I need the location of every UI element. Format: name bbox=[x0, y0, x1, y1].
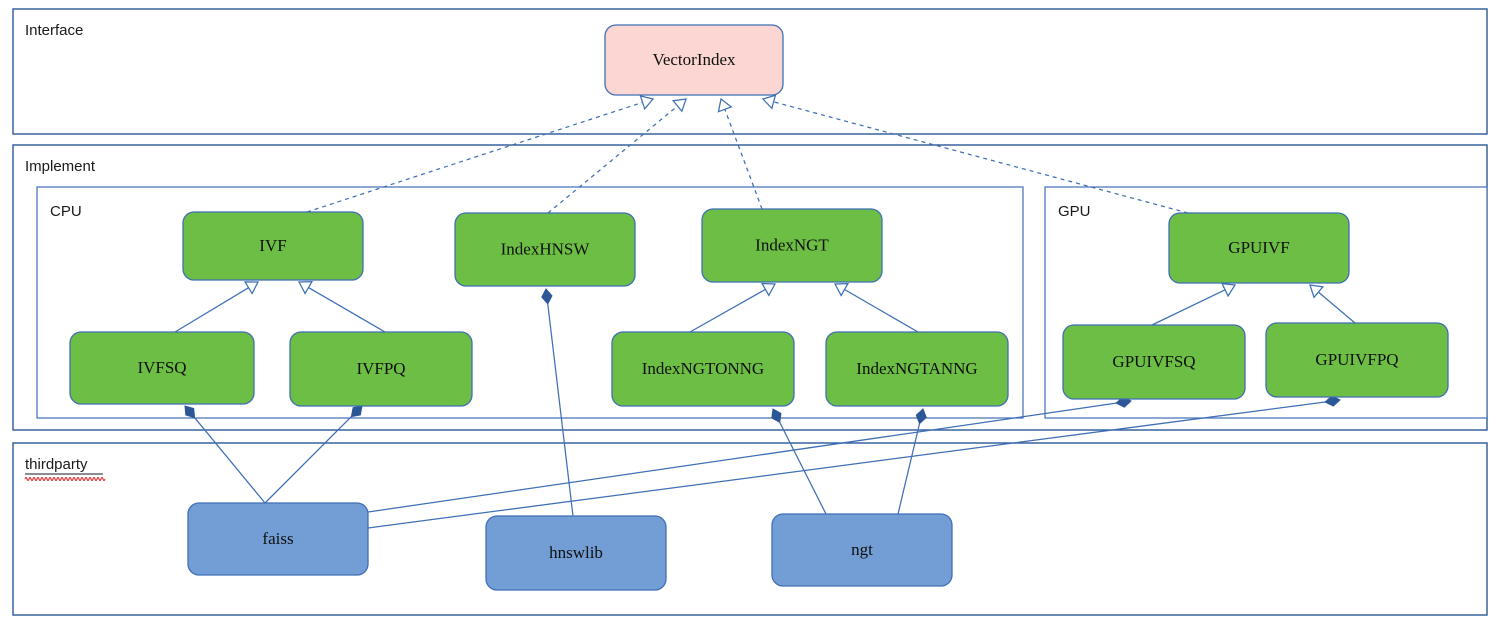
class-node-label-ivf: IVF bbox=[259, 236, 286, 255]
realization-ivf-to-vectorindex bbox=[306, 95, 655, 213]
generalization-indexngtanng-to-indexngt bbox=[833, 282, 919, 333]
class-node-label-indexhnsw: IndexHNSW bbox=[501, 239, 591, 258]
class-node-indexngt[interactable]: IndexNGT bbox=[701, 208, 883, 283]
spellcheck-squiggle-icon bbox=[24, 476, 106, 482]
generalization-indexngtonng-to-indexngt bbox=[689, 282, 777, 333]
composition-faiss-to-ivfpq bbox=[264, 405, 363, 504]
class-node-label-ivfsq: IVFSQ bbox=[137, 358, 186, 377]
package-label-interface: Interface bbox=[25, 22, 83, 39]
composition-hnswlib-to-indexhnsw bbox=[541, 288, 574, 517]
class-node-ivf[interactable]: IVF bbox=[182, 211, 364, 281]
class-node-indexngtonng[interactable]: IndexNGTONNG bbox=[611, 331, 795, 407]
class-node-label-indexngtonng: IndexNGTONNG bbox=[642, 359, 764, 378]
class-node-label-indexngtanng: IndexNGTANNG bbox=[856, 359, 977, 378]
generalization-gpuivfpq-to-gpuivf bbox=[1309, 284, 1356, 324]
composition-faiss-to-ivfsq bbox=[184, 405, 266, 504]
class-node-gpuivfpq[interactable]: GPUIVFPQ bbox=[1265, 322, 1449, 398]
realization-gpuivf-to-vectorindex bbox=[761, 94, 1189, 214]
realization-indexhnsw-to-vectorindex bbox=[547, 98, 687, 214]
class-node-hnswlib[interactable]: hnswlib bbox=[485, 515, 667, 591]
realization-indexngt-to-vectorindex bbox=[717, 97, 763, 210]
class-node-label-vectorindex: VectorIndex bbox=[652, 50, 736, 69]
class-node-label-hnswlib: hnswlib bbox=[549, 543, 603, 562]
composition-ngt-to-indexngtonng bbox=[771, 408, 827, 515]
class-node-label-ngt: ngt bbox=[851, 540, 873, 559]
class-node-label-gpuivf: GPUIVF bbox=[1228, 238, 1289, 257]
class-node-ngt[interactable]: ngt bbox=[771, 513, 953, 587]
composition-ngt-to-indexngtanng bbox=[897, 408, 927, 515]
class-node-label-faiss: faiss bbox=[262, 529, 293, 548]
class-node-faiss[interactable]: faiss bbox=[187, 502, 369, 576]
class-node-label-gpuivfsq: GPUIVFSQ bbox=[1112, 352, 1195, 371]
class-node-gpuivfsq[interactable]: GPUIVFSQ bbox=[1062, 324, 1246, 400]
class-node-indexngtanng[interactable]: IndexNGTANNG bbox=[825, 331, 1009, 407]
class-node-label-indexngt: IndexNGT bbox=[755, 235, 829, 254]
class-node-vectorindex[interactable]: VectorIndex bbox=[604, 24, 784, 96]
generalization-gpuivfsq-to-gpuivf bbox=[1151, 282, 1237, 326]
class-node-indexhnsw[interactable]: IndexHNSW bbox=[454, 212, 636, 287]
annotations bbox=[24, 473, 106, 482]
package-label-thirdparty: thirdparty bbox=[25, 456, 88, 473]
package-label-implement: Implement bbox=[25, 158, 96, 175]
package-label-cpu: CPU bbox=[50, 203, 82, 220]
generalization-ivfsq-to-ivf bbox=[174, 281, 260, 333]
class-node-gpuivf[interactable]: GPUIVF bbox=[1168, 212, 1350, 284]
class-node-ivfpq[interactable]: IVFPQ bbox=[289, 331, 473, 407]
class-node-label-ivfpq: IVFPQ bbox=[356, 359, 405, 378]
generalization-ivfpq-to-ivf bbox=[297, 280, 386, 333]
package-label-gpu: GPU bbox=[1058, 203, 1091, 220]
class-node-ivfsq[interactable]: IVFSQ bbox=[69, 331, 255, 405]
class-node-label-gpuivfpq: GPUIVFPQ bbox=[1315, 350, 1398, 369]
